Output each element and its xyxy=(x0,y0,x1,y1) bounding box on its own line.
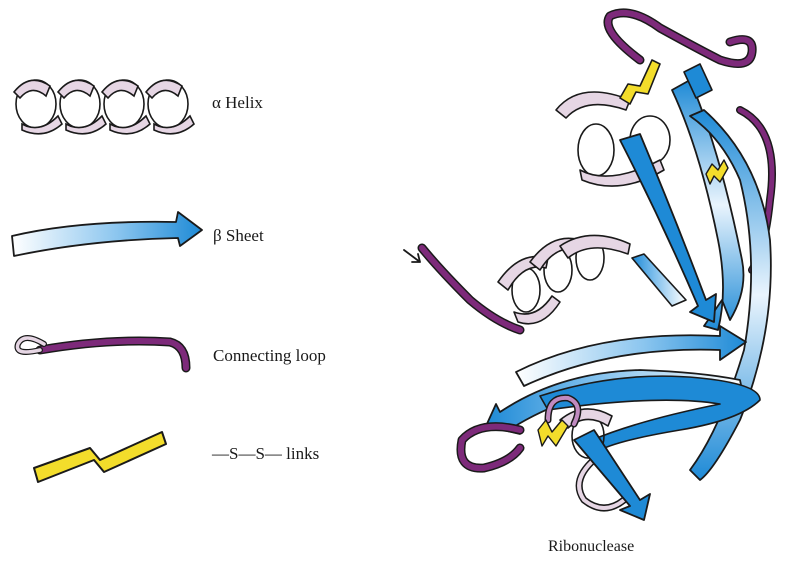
structure-caption: Ribonuclease xyxy=(548,538,635,555)
helix-n-terminal xyxy=(497,234,631,325)
ribonuclease-structure xyxy=(403,8,776,521)
disulfide-link-3 xyxy=(537,419,569,447)
disulfide-link-1 xyxy=(619,59,661,105)
sheet-strand-4 xyxy=(683,63,713,99)
sheet-strand-5 xyxy=(515,325,747,387)
disulfide-link-2 xyxy=(705,159,729,185)
sheet-strand-1 xyxy=(671,79,745,331)
disulfide-bolt-icon xyxy=(33,431,167,483)
n-terminus-tail xyxy=(417,243,525,335)
sheet-legend-label: β Sheet xyxy=(213,226,264,245)
loop-legend-label: Connecting loop xyxy=(213,346,326,365)
sheet-strand-8 xyxy=(573,429,651,521)
helix-ribbon-icon xyxy=(12,79,195,135)
sheet-strand-2 xyxy=(619,133,717,323)
sheet-arrow-icon xyxy=(11,211,203,257)
sheet-strand-3 xyxy=(689,109,772,481)
sheet-strand-7 xyxy=(539,375,761,451)
loop-tube-icon xyxy=(14,335,191,373)
n-terminus-arrow-icon xyxy=(403,249,421,263)
disulfide-legend-label: —S—S— links xyxy=(212,444,320,463)
helix-legend-label: α Helix xyxy=(212,93,263,112)
